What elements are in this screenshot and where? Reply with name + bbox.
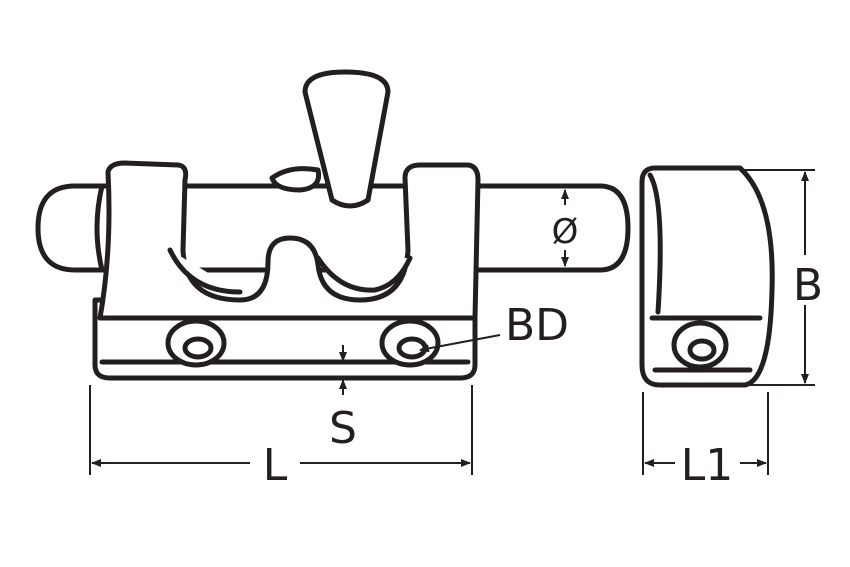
housing	[97, 160, 481, 321]
leader-bore-diameter	[419, 334, 501, 353]
dimension-height	[745, 169, 815, 386]
label-keeper-length: L1	[681, 440, 734, 491]
label-height: B	[793, 260, 823, 311]
dimension-length	[89, 385, 473, 475]
mounting-hole-left	[165, 318, 227, 368]
knob	[269, 69, 391, 209]
label-diameter: Ø	[552, 212, 579, 252]
label-length: L	[263, 440, 288, 491]
label-bore-diameter: BD	[505, 300, 569, 351]
keeper-side-view	[639, 165, 775, 388]
label-thickness: S	[329, 403, 357, 454]
mounting-hole-right	[379, 318, 441, 368]
dimension-keeper-length	[642, 392, 769, 475]
